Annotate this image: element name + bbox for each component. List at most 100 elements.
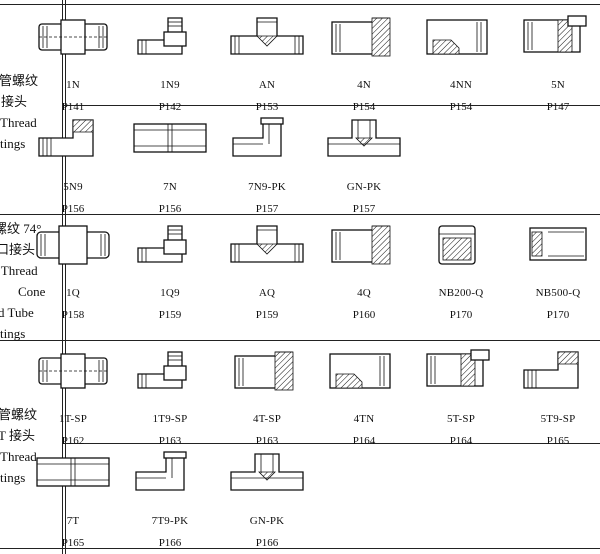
reducer-icon: [413, 14, 509, 65]
fitting-code: NB200-Q: [438, 287, 484, 299]
fitting-cell: 7N P156: [122, 116, 218, 215]
fitting-code: 5T-SP: [446, 413, 476, 425]
fitting-cell: NB500-Q P170: [510, 222, 600, 321]
fitting-code: 1N9: [160, 79, 180, 91]
coupling-icon: [122, 116, 218, 167]
fitting-cell: NB200-Q P170: [413, 222, 509, 321]
fitting-cell: 1T-SP P162: [25, 348, 121, 447]
fitting-code: 1Q: [66, 287, 80, 299]
female-adapter-icon: [316, 14, 412, 65]
fitting-cell: 4T-SP P163: [219, 348, 315, 447]
tee-icon: [219, 14, 315, 65]
plug-icon: [510, 222, 600, 273]
elbow-icon: [122, 222, 218, 273]
fitting-page: P160: [352, 309, 376, 321]
fitting-code: 1T-SP: [58, 413, 88, 425]
female-adapter-icon: [316, 222, 412, 273]
fitting-cell: 5T-SP P164: [413, 348, 509, 447]
fitting-code: AQ: [258, 287, 276, 299]
female-elbow-icon: [219, 116, 315, 167]
female-adapter-icon: [219, 348, 315, 399]
straight-adapter-icon: [25, 348, 121, 399]
fitting-page: P162: [61, 435, 85, 447]
tee-icon: [219, 222, 315, 273]
straight-adapter-icon: [25, 14, 121, 65]
street-elbow-icon: [510, 348, 600, 399]
fitting-cell: 1T9-SP P163: [122, 348, 218, 447]
fitting-page: P158: [61, 309, 85, 321]
street-elbow-icon: [25, 116, 121, 167]
fitting-page: P164: [449, 435, 473, 447]
bushing-icon: [413, 348, 509, 399]
fitting-cell: 4Q P160: [316, 222, 412, 321]
fitting-cell: 7T P165: [25, 450, 121, 549]
fitting-code: 7N: [163, 181, 177, 193]
fitting-page: P153: [255, 101, 279, 113]
female-tee-icon: [219, 450, 315, 501]
fitting-code: 5N: [551, 79, 565, 91]
fitting-page: P159: [255, 309, 279, 321]
fitting-code: 4TN: [353, 413, 375, 425]
fitting-cell: 4NN P154: [413, 14, 509, 113]
fitting-page: P147: [546, 101, 570, 113]
section-label-npt: 锥管螺纹 T 接头 Thread tings: [0, 73, 39, 151]
union-icon: [25, 222, 121, 273]
fitting-code: 5T9-SP: [540, 413, 576, 425]
fitting-page: P166: [158, 537, 182, 549]
fitting-code: 7T9-PK: [151, 515, 189, 527]
fitting-cell: AQ P159: [219, 222, 315, 321]
fitting-cell: 4N P154: [316, 14, 412, 113]
fitting-code: 1Q9: [160, 287, 180, 299]
fitting-page: P163: [255, 435, 279, 447]
fitting-code: 4NN: [450, 79, 472, 91]
fitting-page: P170: [449, 309, 473, 321]
bushing-icon: [510, 14, 600, 65]
fitting-cell: 4TN P164: [316, 348, 412, 447]
fitting-page: P170: [546, 309, 570, 321]
fitting-cell: 1N P141: [25, 14, 121, 113]
elbow-icon: [122, 14, 218, 65]
fitting-code: 1T9-SP: [152, 413, 188, 425]
fitting-code: 4N: [357, 79, 371, 91]
coupling-icon: [25, 450, 121, 501]
fitting-code: 7T: [66, 515, 80, 527]
fitting-page: P156: [158, 203, 182, 215]
nut-icon: [413, 222, 509, 273]
fitting-code: 5N9: [63, 181, 83, 193]
fitting-page: P166: [255, 537, 279, 549]
fitting-code: 4Q: [357, 287, 371, 299]
fitting-page: P154: [352, 101, 376, 113]
fitting-code: AN: [258, 79, 276, 91]
fitting-code: GN-PK: [346, 181, 382, 193]
fitting-code: 4T-SP: [252, 413, 282, 425]
fitting-cell: 5T9-SP P165: [510, 348, 600, 447]
fitting-page: P141: [61, 101, 85, 113]
fitting-cell: 1Q P158: [25, 222, 121, 321]
section-label-bsp: 管螺纹 T 接头 Thread tings: [0, 407, 38, 485]
female-tee-icon: [316, 116, 412, 167]
fitting-cell: 5N P147: [510, 14, 600, 113]
fitting-page: P163: [158, 435, 182, 447]
fitting-page: P165: [546, 435, 570, 447]
fitting-cell: 7N9-PK P157: [219, 116, 315, 215]
section-label-jic: 螺纹 74° 口接头 e Thread Cone d Tube tings: [0, 221, 46, 341]
fitting-page: P157: [255, 203, 279, 215]
fitting-code: 1N: [66, 79, 80, 91]
fitting-page: P165: [61, 537, 85, 549]
fitting-cell: AN P153: [219, 14, 315, 113]
fitting-page: P154: [449, 101, 473, 113]
elbow-icon: [122, 348, 218, 399]
fitting-code: NB500-Q: [535, 287, 581, 299]
fitting-cell: 7T9-PK P166: [122, 450, 218, 549]
fitting-code: 7N9-PK: [248, 181, 286, 193]
fitting-page: P142: [158, 101, 182, 113]
female-elbow-icon: [122, 450, 218, 501]
reducer-icon: [316, 348, 412, 399]
fitting-page: P164: [352, 435, 376, 447]
fitting-page: P156: [61, 203, 85, 215]
